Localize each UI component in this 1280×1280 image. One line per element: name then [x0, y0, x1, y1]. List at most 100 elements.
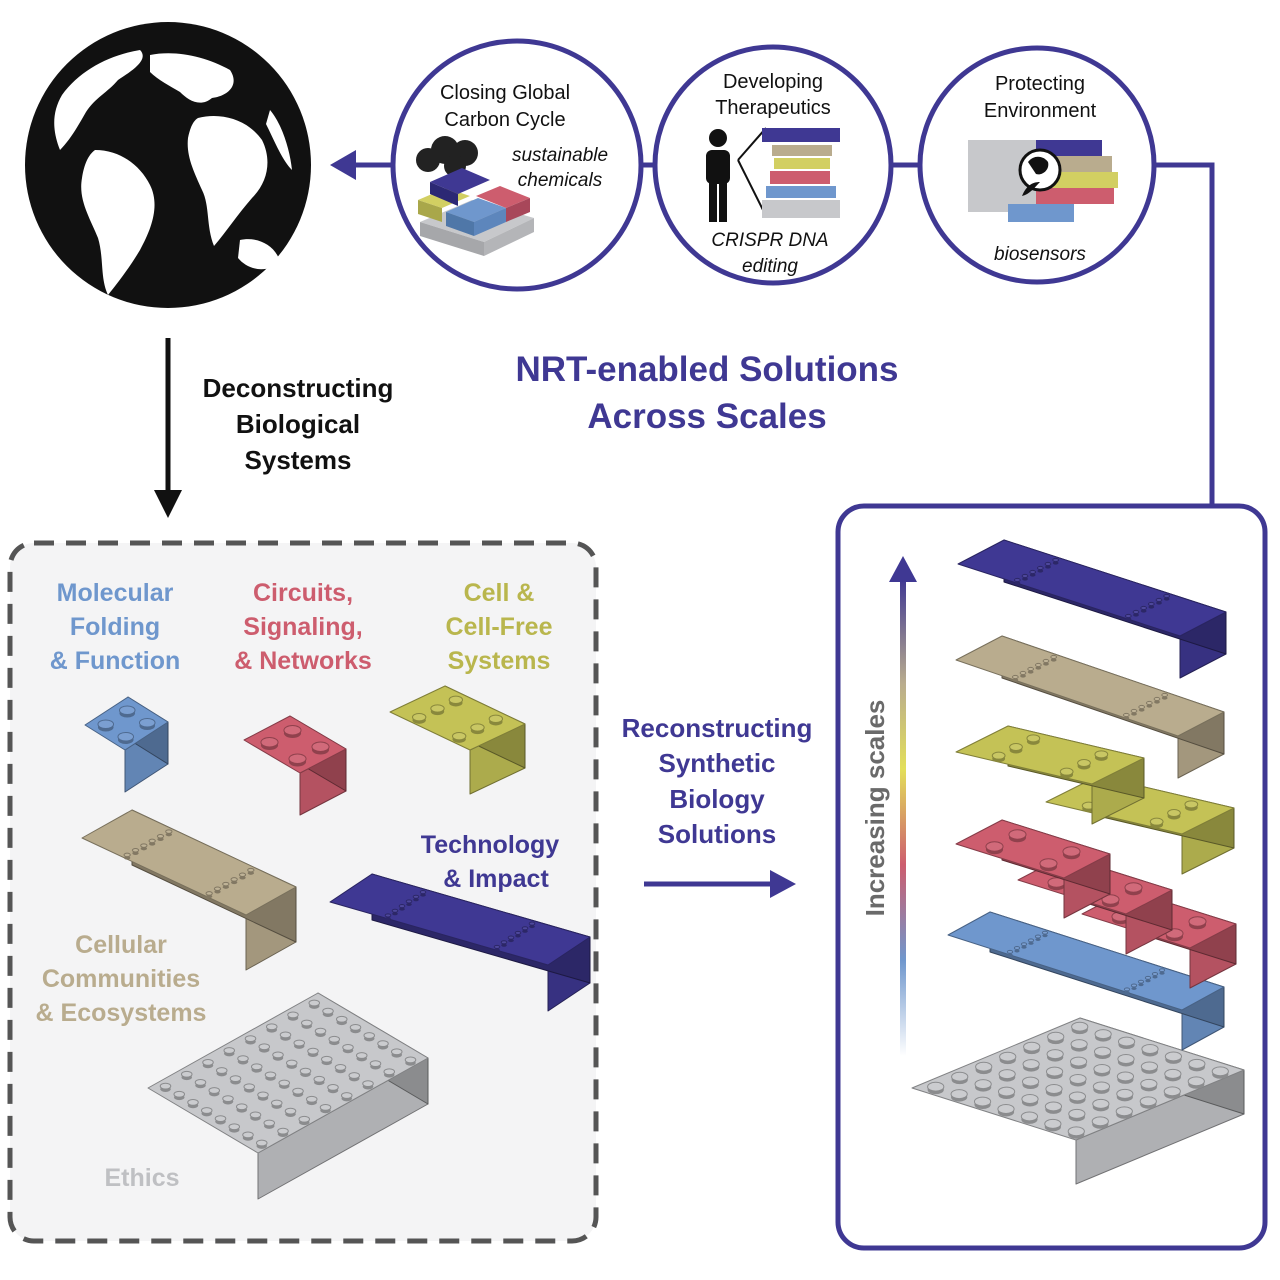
- category-molecular: Molecular Folding & Function: [50, 579, 181, 675]
- base-plate-brick-stud: [1070, 1039, 1088, 1050]
- ethics-brick-stud: [279, 1031, 292, 1039]
- molecular-brick-stud: [118, 705, 136, 716]
- stack-cell-brick-1-stud: [1026, 734, 1041, 743]
- person-icon: [706, 127, 767, 222]
- environment-title-2: Environment: [984, 100, 1097, 122]
- stack-cell-brick-1-stud: [991, 751, 1006, 760]
- globe-icon: [25, 22, 311, 308]
- stack-cell-brick-2-stud: [1184, 800, 1199, 809]
- base-plate-brick-stud: [1117, 1036, 1136, 1047]
- molecular-label-3: & Function: [50, 647, 181, 675]
- technology-brick-top: [329, 873, 591, 966]
- cellular-brick-stud-base: [231, 880, 238, 885]
- stack-circuits-brick-1-stud: [985, 841, 1004, 852]
- base-plate-brick-stud: [1091, 1116, 1109, 1127]
- molecular-brick-stud: [138, 717, 156, 728]
- stack-technology-brick-stud-base: [1045, 565, 1051, 569]
- cellular-brick-stud-base: [132, 851, 139, 855]
- ethics-brick-stud: [208, 1087, 221, 1094]
- base-plate-brick-stud: [1068, 1091, 1087, 1102]
- stack-circuits-brick-2-stud: [1101, 894, 1120, 905]
- cellular-brick-stud: [156, 834, 165, 839]
- ethics-brick-stud: [342, 1043, 354, 1051]
- stack-technology-brick-stud: [1140, 605, 1148, 611]
- stack-molecular-brick-stud-base: [1124, 990, 1130, 994]
- stack-cellular-brick-stud: [1011, 674, 1019, 680]
- base-plate-brick-stud: [1069, 1056, 1088, 1067]
- stack-molecular-brick-stud: [1130, 983, 1138, 988]
- stack-technology-brick-stud: [1013, 577, 1021, 583]
- base-plate-brick-stud: [1115, 1106, 1133, 1117]
- stack-molecular-brick-stud-base: [1145, 979, 1151, 983]
- stack-cellular-brick-stud-base: [1138, 708, 1145, 712]
- stack-molecular-brick-stud-base: [1014, 949, 1020, 953]
- therapeutics-node: Developing Therapeutics CRISPR DNA editi…: [652, 44, 894, 286]
- molecular-brick-stud: [117, 731, 135, 742]
- base-plate-brick-stud: [1046, 1049, 1064, 1060]
- ethics-brick-stud: [200, 1107, 213, 1114]
- ethics-label: Ethics: [104, 1164, 179, 1192]
- stack-technology-brick-stud-base: [1140, 609, 1147, 613]
- stack-molecular-brick-stud-base: [1028, 941, 1034, 945]
- ethics-brick-stud: [319, 1103, 332, 1111]
- base-plate-brick-stud: [1045, 1066, 1064, 1077]
- technology-brick-stud: [412, 894, 420, 899]
- base-plate-brick-stud: [1021, 1094, 1039, 1104]
- therapeutics-note-1: CRISPR DNA: [711, 230, 828, 251]
- ethics-brick-stud: [328, 1035, 341, 1043]
- cell-brick-stud: [488, 714, 504, 724]
- stack-technology-brick-stud-base: [1133, 613, 1139, 617]
- ethics-brick-stud: [287, 1011, 299, 1019]
- technology-brick-stud: [391, 908, 399, 913]
- stack-cellular-brick: [955, 635, 1225, 779]
- ethics-brick-stud: [313, 1075, 326, 1083]
- central-title-line-2: Across Scales: [587, 397, 826, 436]
- cellular-brick-stud: [123, 852, 131, 858]
- stack-cell-brick-1-top: [955, 725, 1145, 785]
- technology-brick-stud-base: [529, 925, 535, 929]
- stack-molecular-brick-stud: [1144, 975, 1152, 980]
- ethics-brick-stud: [390, 1048, 403, 1056]
- ethics-brick-stud: [348, 1072, 361, 1079]
- therapeutics-title-2: Therapeutics: [715, 97, 831, 119]
- ethics-brick-stud: [214, 1115, 227, 1123]
- base-plate-brick-stud: [1020, 1111, 1039, 1122]
- ethics-brick-stud: [272, 1051, 284, 1059]
- stack-molecular-brick-stud-base: [1131, 987, 1137, 990]
- ethics-brick-stud: [293, 1039, 306, 1047]
- ethics-brick-stud: [314, 1027, 327, 1035]
- deconstruct-line-3: Systems: [245, 445, 352, 475]
- stack-circuits-brick-1-stud: [1039, 858, 1058, 869]
- base-plate-brick-stud: [1116, 1071, 1135, 1082]
- stack-cellular-brick-stud: [1138, 704, 1146, 710]
- stack-technology-brick-stud: [1147, 601, 1155, 607]
- molecular-label-1: Molecular: [57, 579, 174, 607]
- cellular-label-1: Cellular: [75, 931, 167, 959]
- mini-tower: [762, 128, 840, 218]
- cellular-label-3: & Ecosystems: [36, 999, 207, 1027]
- base-plate-brick-stud: [1044, 1118, 1062, 1129]
- stack-technology-brick-stud: [1132, 609, 1140, 615]
- circuits-brick-stud: [283, 725, 302, 736]
- stack-molecular-brick-stud-base: [1042, 934, 1048, 938]
- technology-brick-stud-base: [413, 898, 419, 902]
- base-plate-brick-stud: [974, 1079, 992, 1090]
- stack-cellular-brick-stud: [1145, 700, 1153, 706]
- technology-brick-stud-base: [501, 943, 507, 947]
- stack-technology-brick-stud-base: [1037, 569, 1044, 573]
- cell-brick-stud: [451, 731, 467, 741]
- stack-molecular-brick-stud: [1013, 946, 1021, 950]
- base-plate-brick-stud: [1068, 1108, 1086, 1119]
- technology-brick-stud: [419, 890, 427, 895]
- base-plate-brick-stud: [1164, 1068, 1182, 1079]
- stack-cellular-brick-stud-base: [1161, 696, 1168, 700]
- base-plate-brick-stud: [1164, 1051, 1183, 1062]
- category-cellular: Cellular Communities & Ecosystems: [36, 931, 207, 1027]
- base-plate-brick-stud: [951, 1071, 969, 1082]
- stack-molecular-brick-stud: [1151, 972, 1159, 976]
- stack-cell-brick-2-stud: [1167, 808, 1181, 818]
- stack-cellular-brick-stud-base: [1012, 678, 1019, 682]
- stack-molecular-brick-stud: [1034, 934, 1042, 939]
- cellular-brick-stud: [131, 848, 140, 853]
